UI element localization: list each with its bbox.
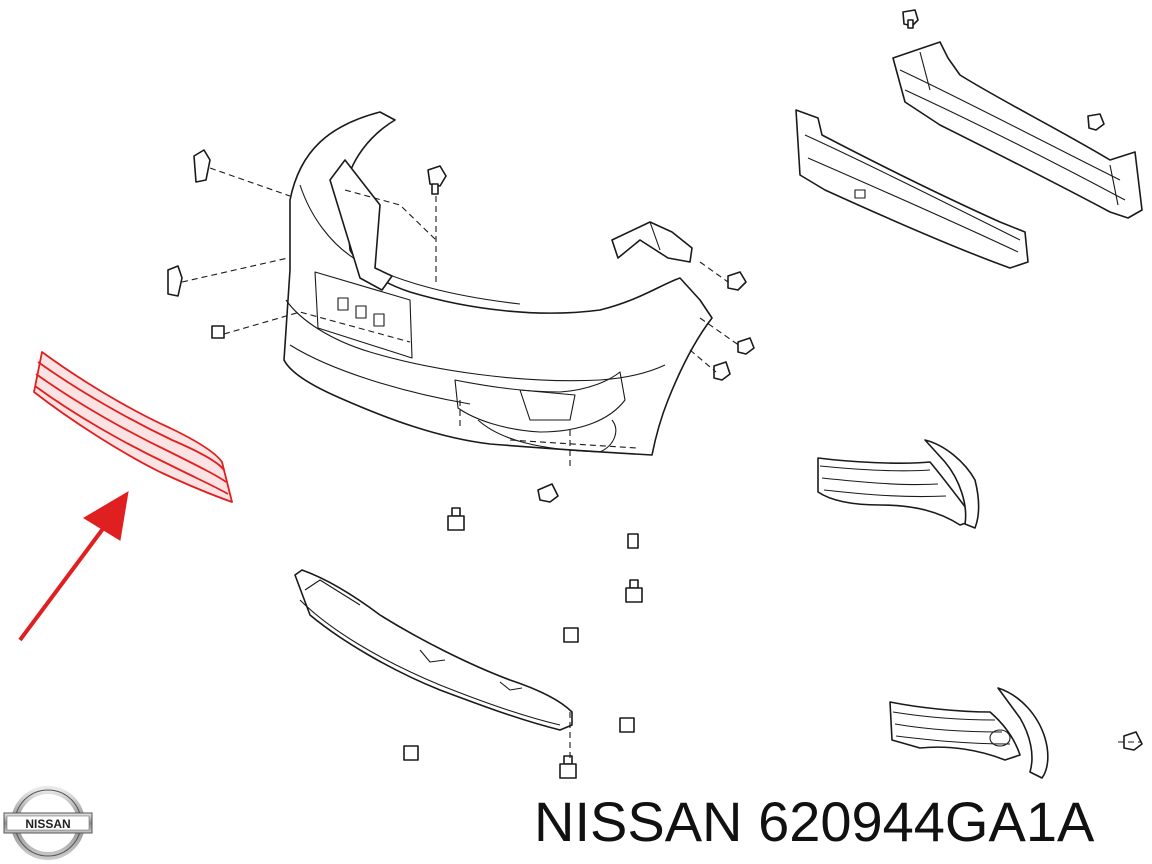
bolt-icon xyxy=(727,271,747,291)
bolt-icon xyxy=(559,755,577,779)
bolt-icon xyxy=(902,9,919,29)
bolt-icon xyxy=(403,745,419,761)
assembly-lines xyxy=(181,167,1142,760)
fog-lamp-cover-lower xyxy=(889,687,1049,779)
part-number: 620944GA1A xyxy=(758,790,1095,853)
side-bracket xyxy=(611,221,693,263)
lower-spoiler xyxy=(294,569,573,731)
part-caption: NISSAN 620944GA1A xyxy=(534,790,1094,854)
bumper-reinforcement xyxy=(892,41,1143,219)
bolt-icon xyxy=(737,337,755,355)
brand-name: NISSAN xyxy=(534,790,743,853)
bolt-icon xyxy=(619,717,635,733)
bolt-icon xyxy=(447,507,465,531)
logo-text: NISSAN xyxy=(25,817,70,831)
bolt-icon xyxy=(713,361,731,381)
clip-icon xyxy=(211,325,225,339)
lower-grille-icon xyxy=(33,351,233,503)
fog-lamp-cover-upper xyxy=(817,439,980,529)
bolt-icon xyxy=(537,483,559,503)
bolt-icon xyxy=(627,533,639,549)
clip-icon xyxy=(427,165,447,195)
clip-icon xyxy=(167,265,183,297)
bolt-icon xyxy=(563,627,579,643)
front-bumper-cover xyxy=(283,111,713,456)
bolt-icon xyxy=(1123,731,1143,751)
red-arrow-icon xyxy=(18,491,129,642)
nissan-logo: NISSAN xyxy=(3,786,93,860)
energy-absorber xyxy=(795,109,1029,269)
bolt-icon xyxy=(625,579,643,603)
clip-icon xyxy=(193,149,211,183)
bolt-icon xyxy=(1087,113,1105,131)
fastener-clips xyxy=(167,9,1143,779)
